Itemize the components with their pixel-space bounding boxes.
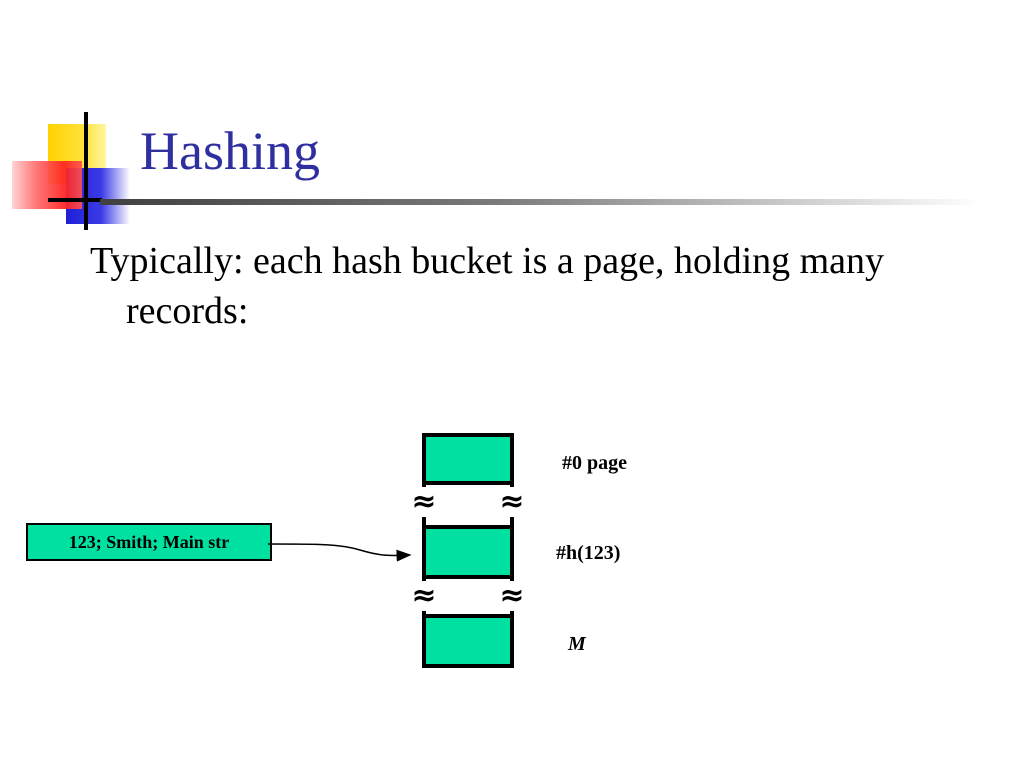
bucket-page-h — [422, 525, 514, 579]
slide-title: Hashing — [140, 121, 320, 181]
logo-horizontal-line — [48, 198, 102, 202]
break-mark-icon: ≈ — [499, 578, 525, 613]
bucket-label-first: #0 page — [562, 452, 627, 474]
break-mark-icon: ≈ — [411, 484, 437, 519]
bucket-page-m — [422, 614, 514, 668]
record-box: 123; Smith; Main str — [26, 523, 272, 561]
bucket-label-middle: #h(123) — [556, 542, 621, 564]
bucket-page-0 — [422, 433, 514, 485]
bucket-label-last: M — [568, 633, 586, 655]
title-underline-rule — [100, 199, 980, 205]
break-mark-icon: ≈ — [411, 578, 437, 613]
break-mark-icon: ≈ — [499, 484, 525, 519]
bullet-text: Typically: each hash bucket is a page, h… — [90, 240, 885, 332]
logo-vertical-line — [84, 112, 88, 230]
